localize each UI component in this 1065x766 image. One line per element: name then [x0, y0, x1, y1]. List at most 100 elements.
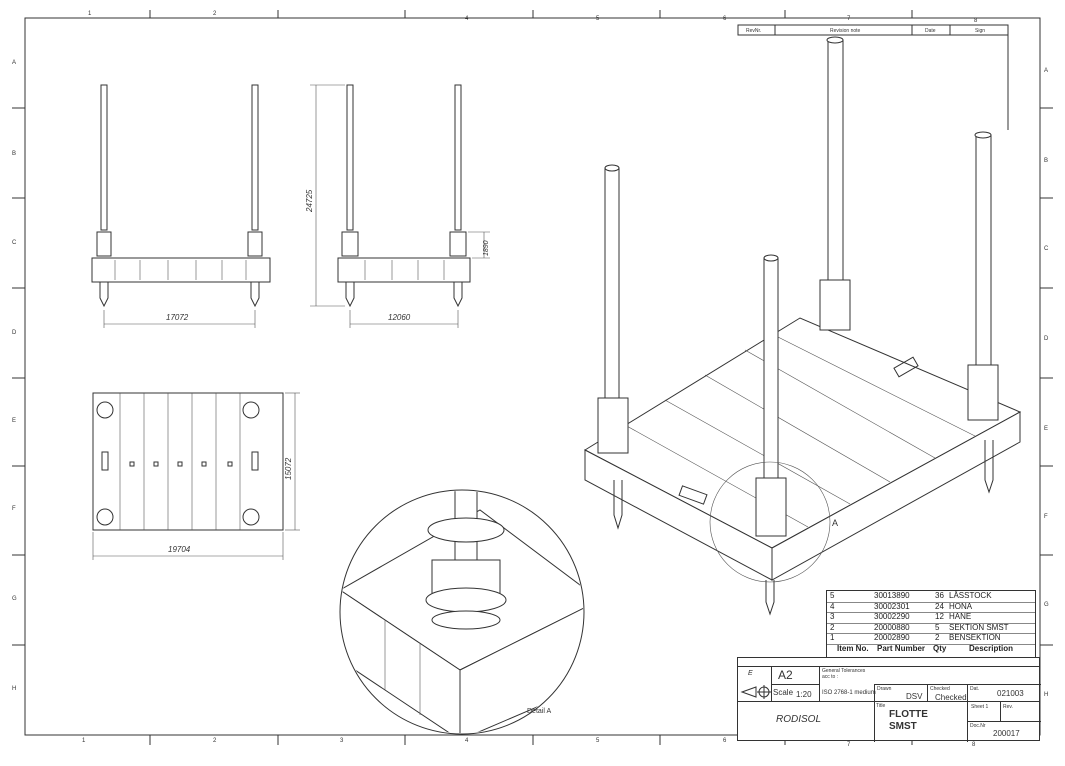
dim-leg-height: 1890: [483, 240, 490, 256]
row-c-right: C: [1044, 246, 1049, 252]
qty: 12: [935, 612, 944, 621]
date-value: 021003: [997, 689, 1024, 698]
part-number: 30013890: [874, 591, 910, 600]
row-a-right: A: [1044, 68, 1048, 74]
part-number: 30002301: [874, 601, 910, 611]
col-6: 6: [723, 16, 727, 22]
row-d-right: D: [1044, 336, 1049, 342]
drawing-title-line1: FLOTTE: [889, 709, 928, 720]
doc-nr-label: Doc.Nr: [970, 723, 986, 729]
qty: 2: [935, 633, 940, 642]
front-view: 17072: [91, 84, 271, 328]
part-number-header: Part Number: [877, 644, 926, 653]
sheet-number: Sheet 1: [971, 704, 989, 710]
row-e-right: E: [1044, 426, 1048, 432]
col-8: 8: [974, 18, 978, 24]
col-5-bottom: 5: [596, 738, 600, 744]
row-e: E: [12, 418, 16, 424]
description: LÅSSTOCK: [949, 591, 992, 600]
col-7: 7: [847, 16, 851, 22]
col-8-bottom: 8: [972, 742, 976, 748]
rev-label: Rev.: [1003, 704, 1013, 710]
detail-marker-a: A: [832, 518, 838, 528]
row-h-right: H: [1044, 692, 1048, 698]
row-h: H: [12, 686, 16, 692]
tolerance-label: General Tolerances acc to :: [822, 668, 866, 680]
part-number: 20000880: [874, 622, 910, 632]
dim-side-width: 12060: [388, 313, 411, 322]
parts-header-row: Item No. Part Number Qty Description: [827, 644, 1035, 655]
col-1: 1: [88, 11, 92, 17]
checked-label: Checked: [930, 686, 950, 692]
dim-front-width: 17072: [166, 313, 189, 322]
item-no: 4: [830, 601, 835, 611]
qty: 36: [935, 591, 944, 600]
detail-a-view: Detail A: [339, 489, 585, 735]
drawing-title-line2: SMST: [889, 721, 917, 732]
checked-value: Checked: [935, 693, 967, 702]
sheet-size: A2: [778, 668, 793, 682]
revision-note-header: Revision note: [830, 28, 861, 34]
col-2-bottom: 2: [213, 738, 217, 744]
qty-header: Qty: [933, 644, 947, 653]
dim-plan-width: 19704: [168, 545, 191, 554]
row-f: F: [12, 506, 16, 512]
revision-table: RevNr. Revision note Date Sign: [737, 24, 1009, 130]
rev-nr-header: RevNr.: [746, 28, 761, 34]
column-markers: 1 2 4 5 6 7 8 1 2 3 4 5 6 7 8: [82, 11, 978, 748]
title-label: Title: [876, 703, 886, 709]
title-block: E A2 Scale 1:20 General Tolerances acc t…: [737, 657, 1041, 742]
tolerance-value: ISO 2768-1 medium: [822, 690, 876, 696]
col-1-bottom: 1: [82, 738, 86, 744]
projection-label: E: [748, 670, 753, 677]
part-number: 30002290: [874, 612, 910, 621]
description-header: Description: [969, 644, 1014, 653]
item-no: 3: [830, 612, 835, 621]
parts-row: 4 30002301 24 HONA: [827, 601, 1035, 613]
parts-list: 5 30013890 36 LÅSSTOCK 4 30002301 24 HON…: [826, 590, 1036, 660]
description: HANE: [949, 612, 972, 621]
item-no: 1: [830, 633, 835, 642]
col-7-bottom: 7: [847, 742, 851, 748]
plan-view: 15072 19704: [92, 392, 300, 560]
col-3-bottom: 3: [340, 738, 344, 744]
description: HONA: [949, 601, 973, 611]
description: BENSEKTION: [949, 633, 1001, 642]
col-4-bottom: 4: [465, 738, 469, 744]
isometric-view: A: [583, 36, 1022, 616]
qty: 24: [935, 601, 944, 611]
detail-a-label: Detail A: [527, 708, 551, 715]
item-no: 5: [830, 591, 835, 600]
parts-row: 2 20000880 5 SEKTION SMST: [827, 622, 1035, 634]
col-6-bottom: 6: [723, 738, 727, 744]
row-g: G: [12, 596, 17, 602]
part-number: 20002890: [874, 633, 910, 642]
date-header: Date: [925, 28, 936, 34]
qty: 5: [935, 622, 940, 632]
doc-nr-value: 200017: [993, 729, 1020, 738]
projection-symbol-icon: [740, 685, 771, 699]
side-view: 24725 1890 12060: [305, 84, 490, 328]
row-f-right: F: [1044, 514, 1048, 520]
row-c: C: [12, 240, 17, 246]
date-label: Dat.: [970, 686, 980, 692]
col-2: 2: [213, 11, 217, 17]
parts-row: 5 30013890 36 LÅSSTOCK: [827, 591, 1035, 603]
row-markers: A B C D E F G H A B C D E F G H: [12, 60, 1049, 698]
col-4: 4: [465, 16, 469, 22]
row-b-right: B: [1044, 158, 1048, 164]
scale-value: 1:20: [796, 690, 812, 699]
row-d: D: [12, 330, 17, 336]
parts-row: 3 30002290 12 HANE: [827, 612, 1035, 624]
dim-plan-depth: 15072: [284, 457, 293, 480]
description: SEKTION SMST: [949, 622, 1009, 632]
row-b: B: [12, 151, 16, 157]
dim-overall-height: 24725: [305, 189, 314, 213]
item-no-header: Item No.: [837, 644, 869, 653]
sign-header: Sign: [975, 28, 985, 34]
drawn-label: Drawn: [877, 686, 892, 692]
row-g-right: G: [1044, 602, 1049, 608]
drawn-value: DSV: [906, 692, 923, 701]
col-5: 5: [596, 16, 600, 22]
